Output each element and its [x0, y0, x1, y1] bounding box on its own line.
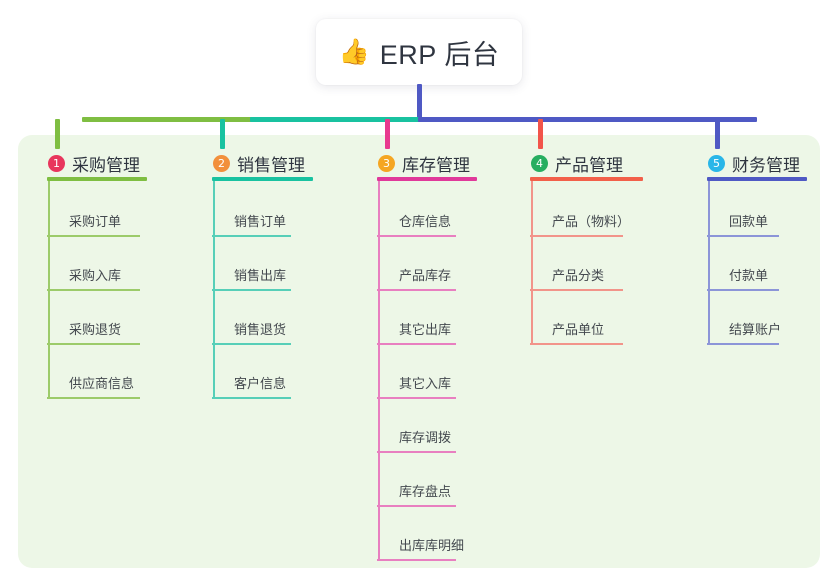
leaf-item-label: 产品单位 [552, 322, 605, 337]
thumbs-up-icon: 👍 [338, 37, 370, 66]
root-node-content: 👍 ERP 后台 [339, 33, 500, 72]
leaf-item-rule [377, 559, 456, 561]
column-rule-4 [530, 177, 643, 181]
column-drop-connector-1 [55, 119, 60, 149]
leaf-item-rule [47, 397, 140, 399]
column-rule-5 [707, 177, 807, 181]
column-badge-5: 5 [708, 155, 725, 172]
leaf-item-rule [377, 235, 456, 237]
trunk-bus-segment-green [82, 117, 252, 122]
column-drop-connector-2 [220, 119, 225, 149]
leaf-item-rule [530, 235, 623, 237]
leaf-item-label: 回款单 [729, 214, 769, 229]
column-spine-5 [708, 181, 710, 343]
leaf-item-label: 采购入库 [69, 268, 122, 283]
column-title-1: 采购管理 [72, 156, 140, 175]
leaf-item-label: 销售出库 [234, 268, 287, 283]
column-rule-3 [377, 177, 477, 181]
column-drop-connector-4 [538, 119, 543, 149]
leaf-item-label: 库存调拨 [399, 430, 452, 445]
column-header-2[interactable]: 2 销售管理 [213, 151, 305, 176]
leaf-item-label: 采购订单 [69, 214, 122, 229]
leaf-item-rule [47, 235, 140, 237]
leaf-item-rule [530, 343, 623, 345]
root-node-card[interactable]: 👍 ERP 后台 [316, 19, 522, 85]
leaf-item-rule [377, 343, 456, 345]
column-title-4: 产品管理 [555, 156, 623, 175]
trunk-vertical-connector [417, 84, 422, 121]
column-badge-2: 2 [213, 155, 230, 172]
leaf-item-rule [212, 397, 291, 399]
leaf-item-label: 其它出库 [399, 322, 452, 337]
column-drop-connector-3 [385, 119, 390, 149]
column-spine-3 [378, 181, 380, 559]
leaf-item-label: 销售订单 [234, 214, 287, 229]
column-drop-connector-5 [715, 119, 720, 149]
leaf-item-rule [377, 397, 456, 399]
leaf-item-label: 客户信息 [234, 376, 287, 391]
diagram-panel [18, 135, 820, 568]
leaf-item-rule [212, 235, 291, 237]
leaf-item-label: 产品分类 [552, 268, 605, 283]
leaf-item-rule [212, 343, 291, 345]
column-badge-1: 1 [48, 155, 65, 172]
trunk-bus-segment-teal [250, 117, 420, 122]
column-badge-4: 4 [531, 155, 548, 172]
leaf-item-label: 其它入库 [399, 376, 452, 391]
leaf-item-rule [530, 289, 623, 291]
leaf-item-rule [212, 289, 291, 291]
leaf-item-rule [707, 289, 779, 291]
leaf-item-rule [377, 289, 456, 291]
leaf-item-rule [47, 289, 140, 291]
column-header-4[interactable]: 4 产品管理 [531, 151, 623, 176]
leaf-item-label: 付款单 [729, 268, 769, 283]
leaf-item-label: 销售退货 [234, 322, 287, 337]
leaf-item-rule [377, 505, 456, 507]
leaf-item-label: 结算账户 [729, 322, 782, 337]
leaf-item-label: 产品库存 [399, 268, 452, 283]
column-spine-4 [531, 181, 533, 343]
column-rule-1 [47, 177, 147, 181]
column-title-3: 库存管理 [402, 156, 470, 175]
leaf-item-rule [47, 343, 140, 345]
column-header-5[interactable]: 5 财务管理 [708, 151, 800, 176]
column-title-5: 财务管理 [732, 156, 800, 175]
trunk-bus-segment-purple [418, 117, 757, 122]
leaf-item-label: 产品（物料） [552, 214, 631, 229]
column-header-1[interactable]: 1 采购管理 [48, 151, 140, 176]
leaf-item-rule [707, 235, 779, 237]
column-title-2: 销售管理 [237, 156, 305, 175]
leaf-item-label: 供应商信息 [69, 376, 135, 391]
leaf-item-label: 采购退货 [69, 322, 122, 337]
leaf-item-rule [377, 451, 456, 453]
leaf-item-rule [707, 343, 779, 345]
leaf-item-label: 出库库明细 [399, 538, 465, 553]
leaf-item-label: 库存盘点 [399, 484, 452, 499]
root-node-title: ERP 后台 [379, 39, 500, 70]
column-badge-3: 3 [378, 155, 395, 172]
column-rule-2 [212, 177, 313, 181]
column-header-3[interactable]: 3 库存管理 [378, 151, 470, 176]
leaf-item-label: 仓库信息 [399, 214, 452, 229]
